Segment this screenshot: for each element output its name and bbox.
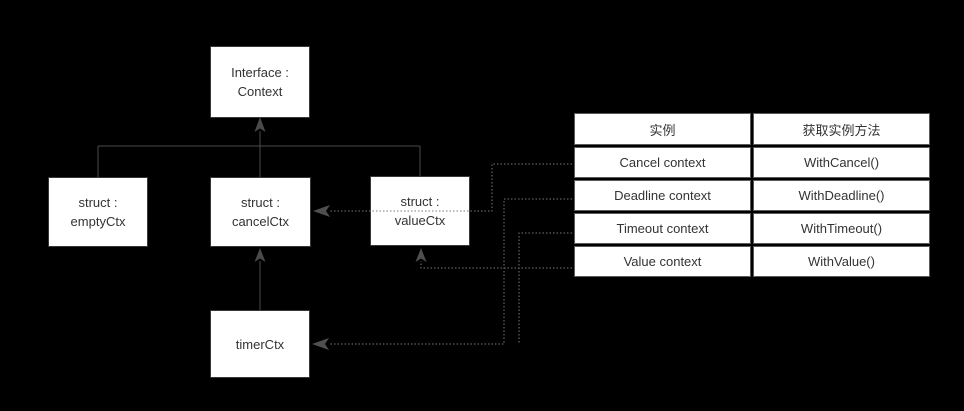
- arrowhead-left-timerctx: [312, 338, 329, 350]
- arrowhead-up-cancelctx: [254, 248, 266, 262]
- node-label-line: valueCtx: [394, 213, 446, 228]
- context-methods-table: 实例 获取实例方法 Cancel context WithCancel() De…: [572, 111, 932, 279]
- node-label-line: struct :: [240, 195, 280, 210]
- node-struct-emptyctx: struct : emptyCtx: [48, 177, 148, 247]
- table-cell-method: WithDeadline(): [753, 180, 930, 211]
- edge-structs-to-interface: [97, 131, 421, 177]
- node-label-line: timerCtx: [235, 336, 285, 352]
- node-interface-context: Interface : Context: [210, 46, 310, 118]
- node-label-line: Context: [237, 84, 283, 99]
- node-label-line: struct :: [400, 194, 440, 209]
- table-row: Deadline context WithDeadline(): [574, 180, 930, 211]
- node-label-line: cancelCtx: [231, 214, 290, 229]
- table-header-method: 获取实例方法: [753, 113, 930, 145]
- arrowhead-up-valuectx: [415, 248, 427, 262]
- table-row: Value context WithValue(): [574, 246, 930, 277]
- edge-timeoutrow-timerctx: [518, 232, 572, 344]
- table-header-instance: 实例: [574, 113, 751, 145]
- table-cell-instance: Deadline context: [574, 180, 751, 211]
- table-header-row: 实例 获取实例方法: [574, 113, 930, 145]
- node-label-line: struct :: [78, 195, 118, 210]
- node-label-line: Interface :: [231, 65, 289, 80]
- node-struct-valuectx: struct : valueCtx: [370, 176, 470, 246]
- arrowhead-left-cancelctx: [313, 205, 330, 217]
- edge-valuerow-valuectx: [420, 261, 572, 269]
- arrowhead-up-interface: [254, 117, 266, 132]
- table-cell-instance: Timeout context: [574, 213, 751, 244]
- node-timerctx: timerCtx: [210, 310, 310, 378]
- node-label-line: emptyCtx: [70, 214, 126, 229]
- table-cell-instance: Value context: [574, 246, 751, 277]
- table-cell-method: WithValue(): [753, 246, 930, 277]
- table-cell-instance: Cancel context: [574, 147, 751, 178]
- table-cell-method: WithCancel(): [753, 147, 930, 178]
- node-struct-cancelctx: struct : cancelCtx: [210, 177, 311, 247]
- table-row: Cancel context WithCancel(): [574, 147, 930, 178]
- table-row: Timeout context WithTimeout(): [574, 213, 930, 244]
- table-cell-method: WithTimeout(): [753, 213, 930, 244]
